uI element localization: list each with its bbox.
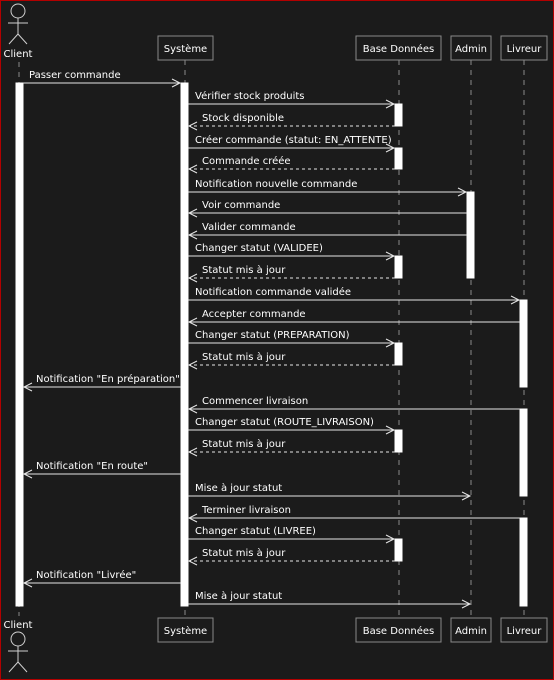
svg-text:Admin: Admin: [455, 44, 487, 55]
message-label-9: Changer statut (VALIDEE): [195, 243, 323, 254]
message-arrowhead-8: [187, 230, 198, 240]
message-label-7: Voir commande: [202, 200, 280, 211]
message-arrowhead-9: [385, 251, 396, 261]
message-label-5: Commande créée: [202, 155, 291, 167]
message-arrowhead-15: [22, 382, 33, 392]
message-arrowhead-18: [187, 447, 198, 457]
svg-text:Base Données: Base Données: [363, 43, 435, 55]
message-arrowhead-7: [187, 208, 198, 218]
activation-bd-4: [394, 342, 403, 366]
client-actor-icon-bottom: [8, 631, 28, 673]
message-label-12: Accepter commande: [202, 309, 306, 320]
activation-bd-1: [394, 103, 403, 127]
svg-text:Livreur: Livreur: [507, 44, 543, 55]
participant-admin-bottom: Admin: [450, 617, 492, 643]
message-label-21: Terminer livraison: [201, 505, 291, 516]
message-label-13: Changer statut (PREPARATION): [195, 330, 350, 341]
activation-livreur-3: [519, 517, 528, 607]
message-arrowhead-1: [171, 78, 182, 88]
svg-text:Base Données: Base Données: [363, 625, 435, 637]
message-arrowhead-6: [457, 187, 468, 197]
activation-systeme: [180, 82, 189, 607]
activation-livreur-1: [519, 299, 528, 388]
message-arrowhead-20: [461, 491, 472, 501]
participant-bd-bottom: Base Données: [355, 617, 442, 643]
message-label-2: Vérifier stock produits: [195, 90, 305, 102]
message-arrowhead-3: [187, 121, 198, 131]
activation-livreur-2: [519, 408, 528, 497]
message-label-24: Notification "Livrée": [36, 569, 136, 581]
message-label-22: Changer statut (LIVREE): [195, 526, 316, 537]
message-label-6: Notification nouvelle commande: [195, 179, 357, 190]
activation-bd-6: [394, 538, 403, 562]
message-label-11: Notification commande validée: [195, 286, 351, 298]
svg-text:Système: Système: [164, 625, 207, 637]
participant-client-top: Client: [4, 49, 33, 60]
message-label-19: Notification "En route": [36, 461, 148, 472]
message-arrowhead-16: [187, 404, 198, 414]
message-arrowhead-21: [187, 513, 198, 523]
svg-text:Livreur: Livreur: [507, 626, 543, 637]
message-label-17: Changer statut (ROUTE_LIVRAISON): [195, 417, 374, 428]
message-arrowhead-25: [461, 599, 472, 609]
participant-livreur-top: Livreur: [500, 35, 548, 61]
participant-systeme-bottom: Système: [157, 617, 214, 643]
message-arrowhead-24: [22, 578, 33, 588]
activation-admin: [466, 191, 475, 279]
activation-bd-3: [394, 255, 403, 279]
activation-bd-5: [394, 429, 403, 453]
message-arrowhead-12: [187, 317, 198, 327]
message-label-15: Notification "En préparation": [36, 373, 180, 385]
message-label-18: Statut mis à jour: [202, 438, 286, 450]
message-arrowhead-19: [22, 469, 33, 479]
participant-client-bottom: Client: [4, 620, 33, 631]
message-label-25: Mise à jour statut: [195, 590, 282, 602]
activation-bd-2: [394, 147, 403, 170]
participant-systeme-top: Système: [157, 35, 214, 61]
message-arrowhead-11: [510, 295, 521, 305]
activation-bars: [15, 82, 528, 607]
svg-text:Admin: Admin: [455, 626, 487, 637]
participant-admin-top: Admin: [450, 35, 492, 61]
message-label-23: Statut mis à jour: [202, 547, 286, 559]
message-label-1: Passer commande: [29, 70, 121, 81]
message-label-4: Créer commande (statut: EN_ATTENTE): [195, 134, 392, 146]
message-label-8: Valider commande: [202, 222, 296, 233]
message-arrowhead-13: [385, 338, 396, 348]
client-actor-icon-top: [8, 3, 28, 45]
message-label-10: Statut mis à jour: [202, 264, 286, 276]
message-arrowhead-22: [385, 534, 396, 544]
activation-client: [15, 82, 24, 607]
message-arrowhead-2: [385, 99, 396, 109]
message-label-14: Statut mis à jour: [202, 351, 286, 363]
message-label-3: Stock disponible: [202, 113, 284, 124]
message-label-16: Commencer livraison: [202, 396, 308, 407]
message-label-20: Mise à jour statut: [195, 482, 282, 494]
message-arrowhead-10: [187, 273, 198, 283]
message-arrowhead-23: [187, 556, 198, 566]
message-arrowhead-17: [385, 425, 396, 435]
participant-livreur-bottom: Livreur: [500, 617, 548, 643]
message-arrowhead-4: [385, 143, 396, 153]
participant-bd-top: Base Données: [355, 35, 442, 61]
message-arrowhead-14: [187, 360, 198, 370]
message-arrowhead-5: [187, 164, 198, 174]
svg-text:Système: Système: [164, 43, 207, 55]
